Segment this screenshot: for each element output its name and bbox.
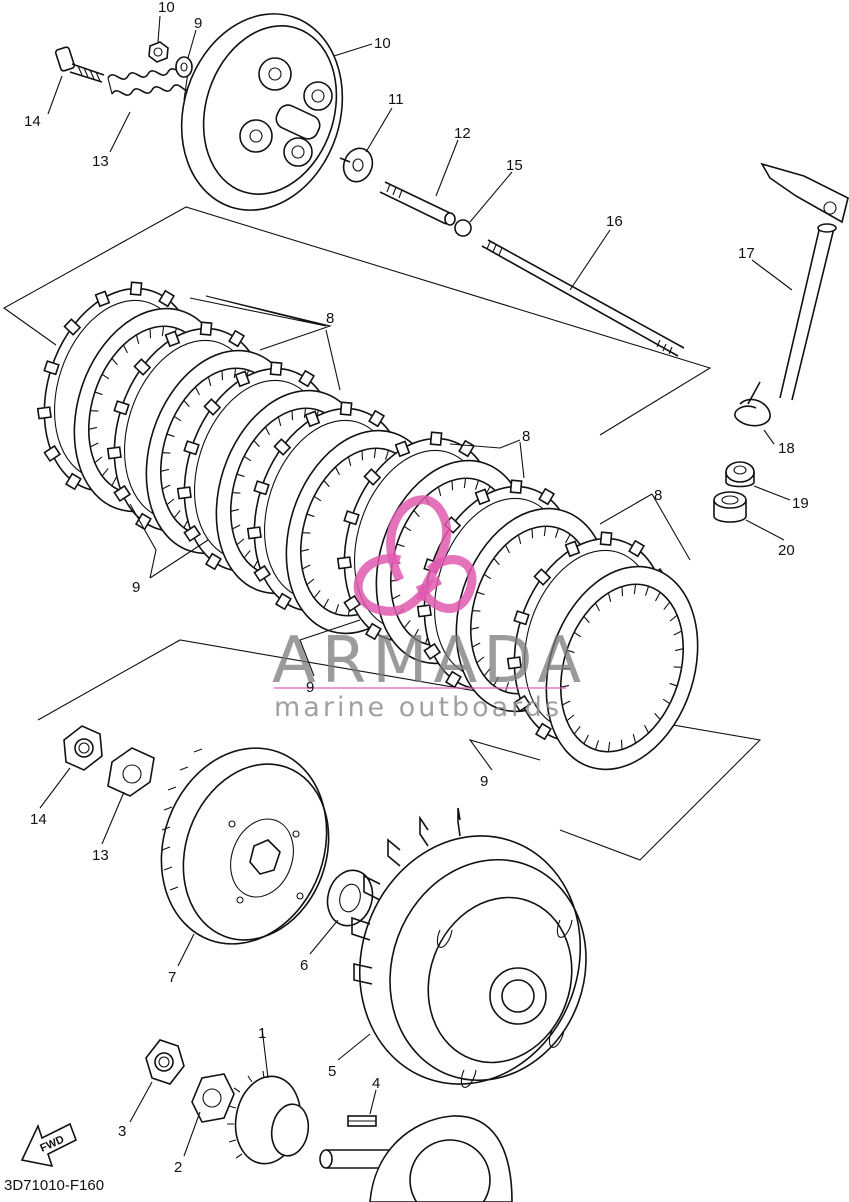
friction-plate-stack[interactable] bbox=[19, 269, 722, 789]
part-label[interactable]: 4 bbox=[372, 1075, 380, 1092]
part-label[interactable]: 10 bbox=[158, 0, 175, 16]
part-label[interactable]: 17 bbox=[738, 245, 755, 262]
watermark-logo-icon bbox=[353, 495, 477, 616]
push-rod-part-20[interactable] bbox=[481, 239, 685, 357]
part-label[interactable]: 3 bbox=[118, 1123, 126, 1140]
part-label[interactable]: 1 bbox=[258, 1025, 266, 1042]
part-label[interactable]: 8 bbox=[522, 428, 530, 445]
part-label[interactable]: 8 bbox=[326, 310, 334, 327]
clutch-plate[interactable] bbox=[521, 547, 722, 789]
part-label[interactable]: 18 bbox=[778, 440, 795, 457]
part-label[interactable]: 19 bbox=[792, 495, 809, 512]
part-label[interactable]: 11 bbox=[388, 91, 404, 108]
nut-part-18[interactable] bbox=[63, 725, 103, 771]
part-label[interactable]: 5 bbox=[328, 1063, 336, 1080]
part-label[interactable]: 13 bbox=[92, 153, 109, 170]
bearing-part-11[interactable] bbox=[339, 144, 377, 186]
bolt-part-16[interactable] bbox=[54, 46, 105, 83]
part-label[interactable]: 2 bbox=[174, 1159, 182, 1176]
watermark-brand: ARMADA bbox=[272, 624, 587, 698]
nut-part-14[interactable] bbox=[148, 41, 169, 63]
part-label[interactable]: 9 bbox=[480, 773, 488, 790]
clutch-housing-part-5[interactable] bbox=[325, 805, 616, 1116]
part-label[interactable]: 9 bbox=[306, 679, 314, 696]
part-label[interactable]: 6 bbox=[300, 957, 308, 974]
forward-direction-arrow-icon: FWD bbox=[20, 1122, 78, 1168]
part-labels: 10 9 10 11 12 15 16 17 18 19 20 14 13 8 … bbox=[24, 0, 809, 1176]
oil-seal-part-23[interactable] bbox=[725, 461, 755, 488]
push-rod-part-12[interactable] bbox=[379, 181, 456, 226]
part-label[interactable]: 20 bbox=[778, 542, 795, 559]
spring-part-15[interactable] bbox=[107, 68, 189, 101]
part-label[interactable]: 13 bbox=[92, 847, 109, 864]
primary-drive-gear-part-1[interactable] bbox=[227, 1070, 312, 1169]
diagram-code: 3D71010-F160 bbox=[4, 1177, 105, 1194]
lock-washer-part-17[interactable] bbox=[107, 747, 155, 797]
part-label[interactable]: 16 bbox=[606, 213, 623, 230]
watermark-tagline: marine outboards bbox=[274, 692, 562, 723]
lock-washer-part-2[interactable] bbox=[191, 1073, 235, 1123]
part-label[interactable]: 14 bbox=[30, 811, 47, 828]
group-frame-upper bbox=[2, 206, 712, 436]
pressure-plate-part-10[interactable] bbox=[157, 0, 367, 231]
ball-part-19[interactable] bbox=[454, 219, 472, 237]
push-lever-shaft-part-21[interactable] bbox=[760, 162, 849, 401]
crankshaft-fragment bbox=[319, 1115, 513, 1202]
part-label[interactable]: 14 bbox=[24, 113, 41, 130]
thrust-washer-part-6[interactable] bbox=[322, 865, 379, 930]
part-label[interactable]: 12 bbox=[454, 125, 471, 142]
woodruff-key-part-4[interactable] bbox=[347, 1115, 377, 1127]
part-label[interactable]: 9 bbox=[194, 15, 202, 32]
clutch-boss-part-7[interactable] bbox=[135, 725, 354, 968]
washer-part-13[interactable] bbox=[175, 56, 193, 78]
part-label[interactable]: 10 bbox=[374, 35, 391, 52]
nut-part-3[interactable] bbox=[145, 1039, 185, 1085]
part-label[interactable]: 7 bbox=[168, 969, 176, 986]
group-frame-lower bbox=[37, 639, 762, 861]
part-label[interactable]: 8 bbox=[654, 487, 662, 504]
bushing-part-24[interactable] bbox=[713, 491, 747, 523]
watermark: ARMADA marine outboards bbox=[272, 495, 587, 723]
part-label[interactable]: 9 bbox=[132, 579, 140, 596]
part-label[interactable]: 15 bbox=[506, 157, 523, 174]
leader-lines bbox=[39, 15, 793, 1157]
return-spring-part-22[interactable] bbox=[734, 381, 771, 427]
